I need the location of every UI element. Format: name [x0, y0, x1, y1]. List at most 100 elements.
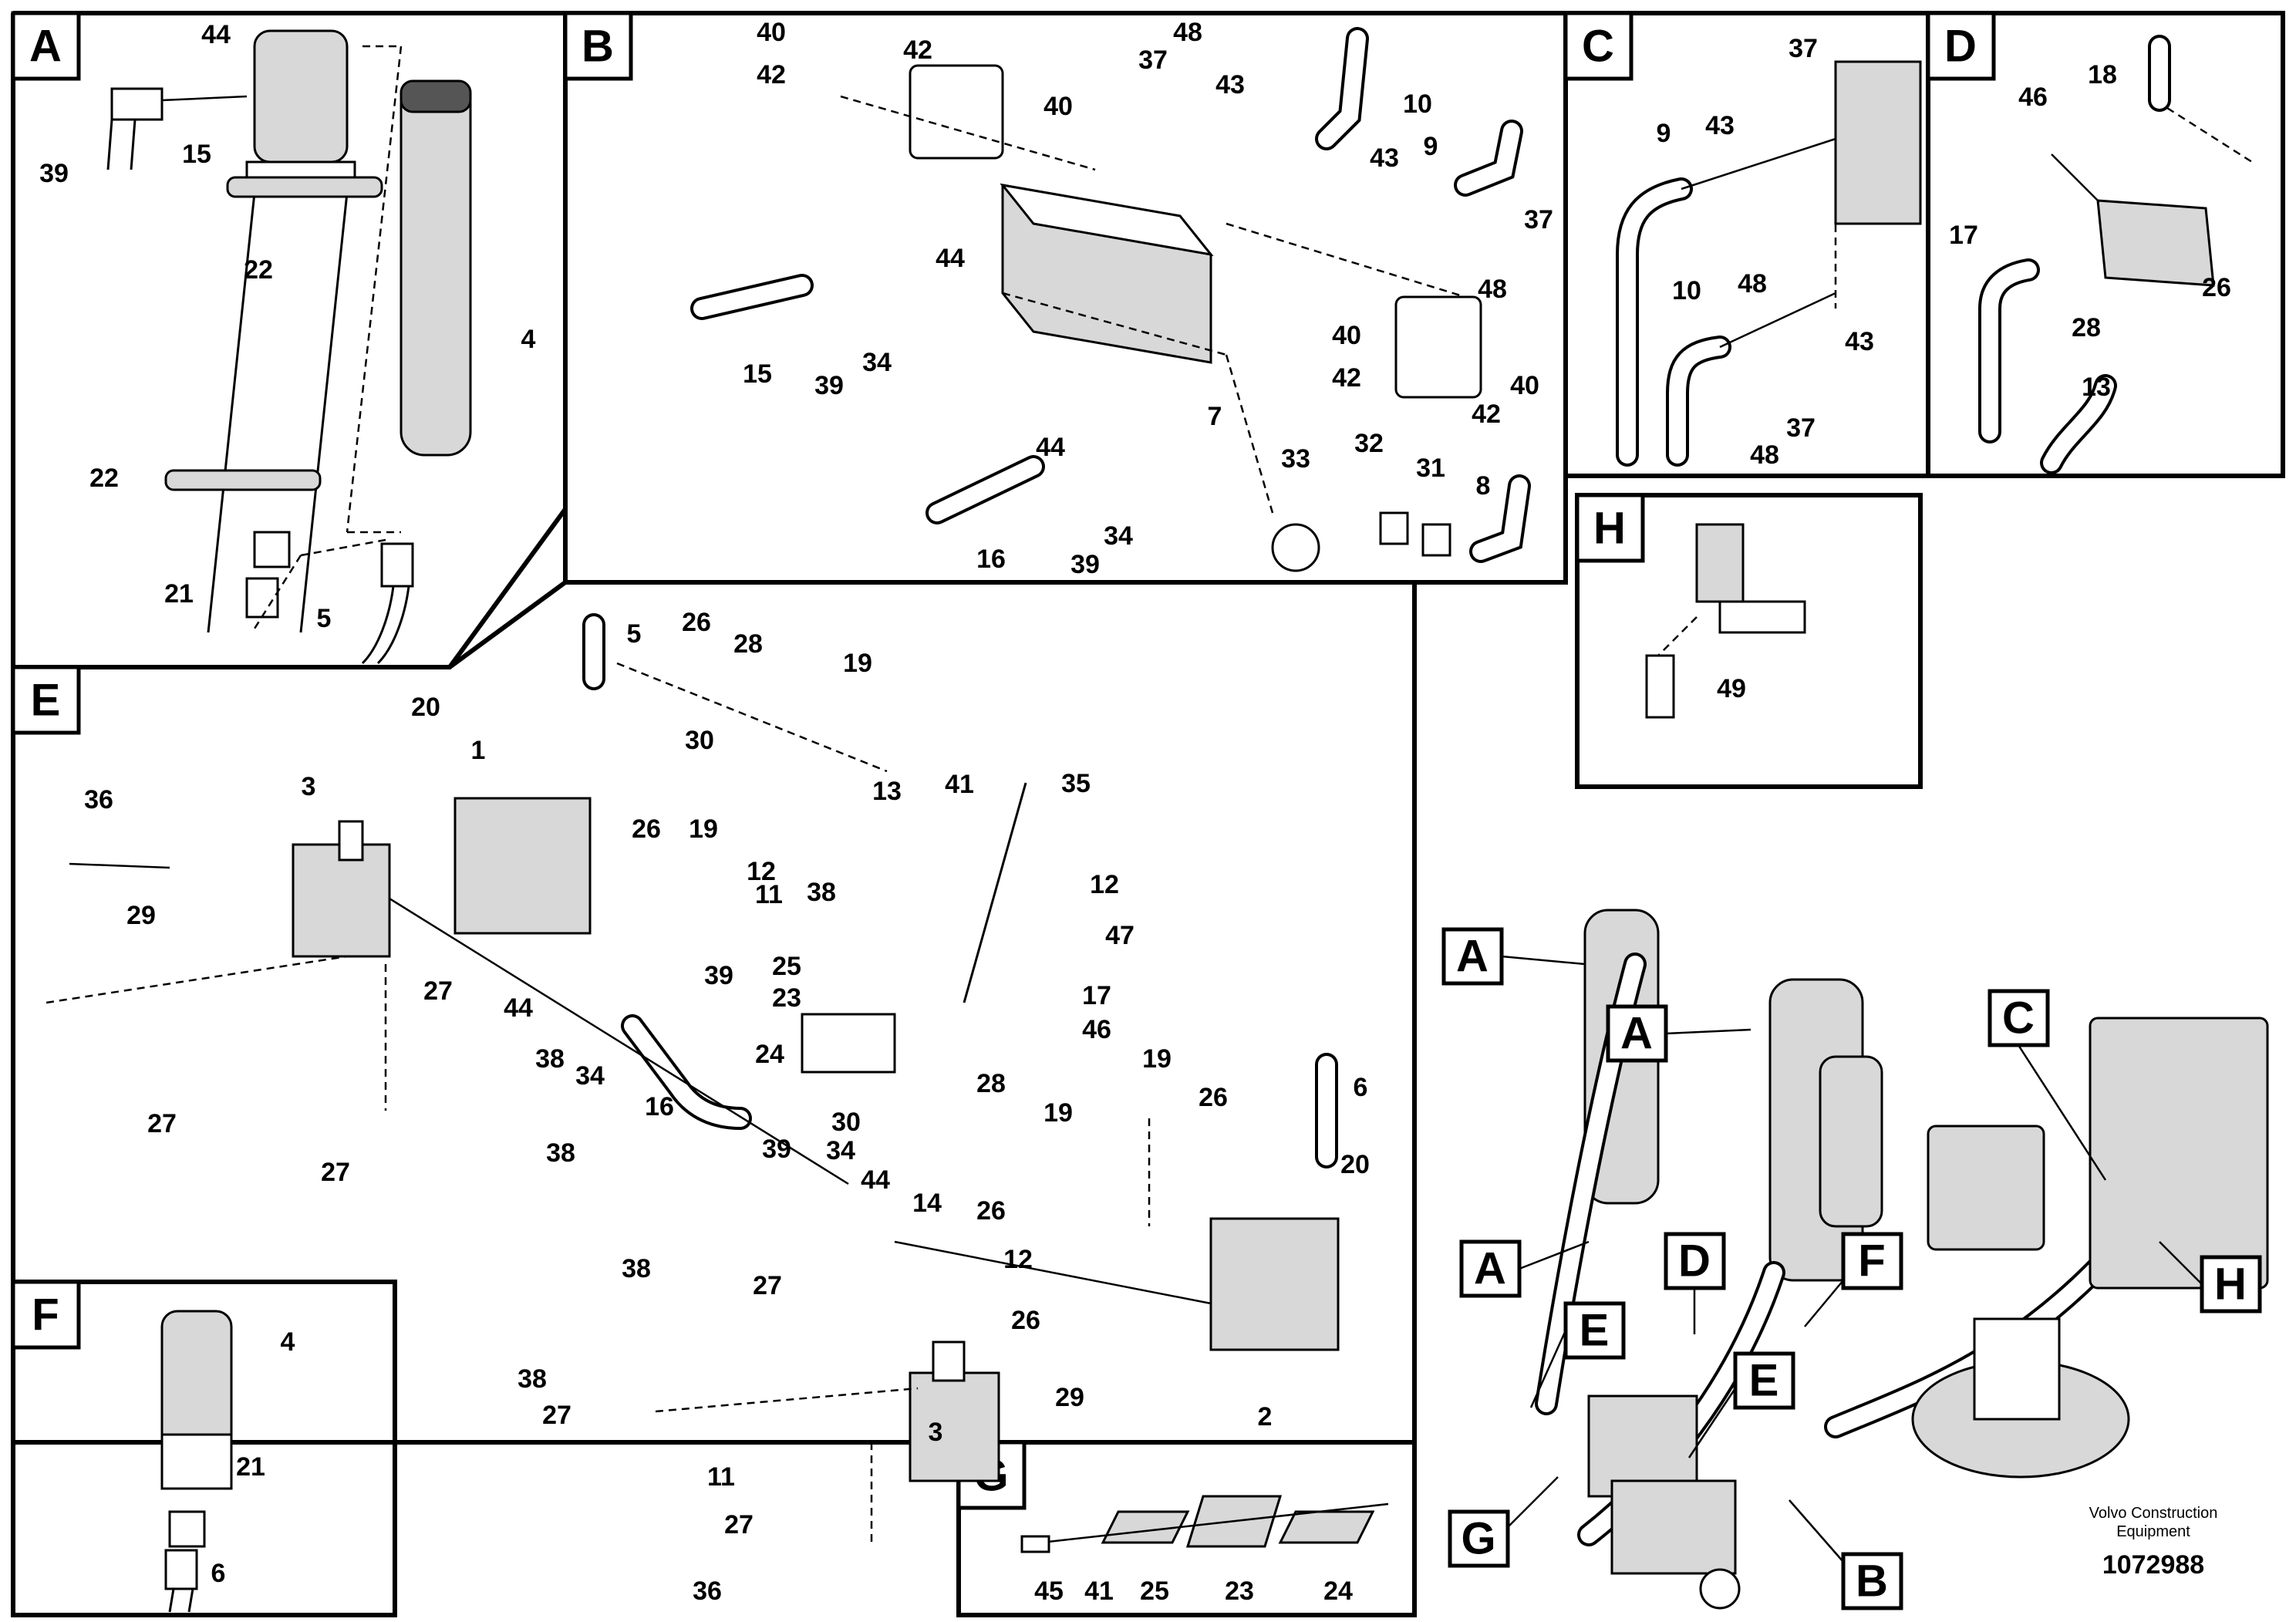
panel-tag-a: A [11, 11, 81, 81]
part-number: 12 [1090, 870, 1119, 899]
panel-g-frame [956, 1440, 1417, 1617]
labels-panel-e: 5 26 28 19 20 30 13 1 35 36 3 41 26 19 2… [84, 608, 1370, 1606]
part-number: 44 [936, 244, 965, 273]
part-number: 21 [236, 1452, 265, 1482]
part-number: 25 [1140, 1576, 1169, 1606]
part-number: 48 [1750, 440, 1779, 470]
part-number: 26 [682, 608, 711, 637]
panel-c-artwork [1616, 60, 1922, 467]
panel-h-frame [1575, 493, 1923, 789]
part-number: 15 [182, 140, 211, 169]
part-number: 24 [755, 1040, 784, 1069]
part-number: 20 [1340, 1150, 1370, 1179]
panel-tag-b: B [563, 11, 633, 81]
panel-g-artwork [1020, 1495, 1389, 1553]
callout-h: H [2159, 1241, 2262, 1313]
part-number: 17 [1949, 221, 1978, 250]
svg-text:H: H [2214, 1259, 2247, 1310]
svg-text:E: E [31, 676, 61, 726]
part-number: 13 [2082, 373, 2111, 402]
svg-text:E: E [1580, 1306, 1610, 1356]
part-number: 22 [244, 255, 273, 285]
svg-text:B: B [582, 22, 614, 72]
part-number: 28 [976, 1069, 1006, 1098]
labels-panel-g: 45 41 25 23 24 [1034, 1576, 1353, 1606]
part-number: 27 [724, 1510, 754, 1539]
part-number: 9 [1424, 132, 1438, 161]
callout-a-3: A [1459, 1239, 1590, 1298]
part-number: 25 [772, 952, 801, 981]
panel-a-frame [11, 11, 568, 669]
part-number: 4 [521, 325, 536, 354]
part-number: 5 [627, 619, 642, 649]
panel-b-artwork [690, 27, 1531, 572]
part-number: 37 [1524, 205, 1553, 234]
part-number: 37 [1786, 413, 1816, 443]
part-number: 5 [317, 604, 332, 633]
manufacturer-name: Volvo Construction [2089, 1505, 2218, 1522]
labels-panel-f: 4 21 6 [211, 1327, 295, 1588]
part-number: 1 [471, 736, 486, 765]
svg-text:E: E [1749, 1356, 1779, 1406]
part-number: 44 [1036, 433, 1065, 462]
part-number: 38 [518, 1364, 547, 1394]
svg-text:B: B [1856, 1556, 1888, 1607]
part-number: 38 [622, 1254, 651, 1283]
panel-a-artwork [106, 29, 472, 665]
svg-text:G: G [1461, 1514, 1495, 1564]
part-number: 41 [945, 770, 974, 799]
part-number: 41 [1084, 1576, 1114, 1606]
part-number: 42 [903, 35, 932, 65]
part-number: 28 [733, 629, 763, 659]
callout-e-1: E [1529, 1301, 1626, 1408]
part-number: 7 [1208, 402, 1222, 431]
part-number: 26 [1011, 1306, 1040, 1335]
part-number: 43 [1705, 111, 1735, 140]
part-number: 46 [1082, 1015, 1111, 1044]
part-number: 29 [126, 901, 156, 930]
part-number: 40 [1332, 321, 1361, 350]
part-number: 34 [575, 1061, 605, 1091]
part-number: 40 [1510, 371, 1539, 400]
part-number: 37 [1138, 46, 1168, 75]
manufacturer-sub: Equipment [2116, 1523, 2190, 1540]
part-number: 12 [747, 857, 776, 886]
svg-text:C: C [1582, 22, 1614, 72]
svg-text:A: A [29, 22, 62, 72]
labels-panel-c: 37 9 43 48 10 43 48 37 [1657, 34, 1874, 470]
callout-g: G [1448, 1476, 1559, 1568]
footer-credit: Volvo Construction Equipment 1072988 [2089, 1505, 2218, 1580]
part-number: 21 [164, 579, 194, 609]
part-number: 40 [1043, 92, 1073, 121]
part-number: 11 [707, 1462, 735, 1492]
part-number: 32 [1354, 429, 1384, 458]
part-number: 46 [2018, 83, 2048, 112]
part-number: 27 [423, 976, 453, 1006]
part-number: 30 [685, 726, 714, 755]
callout-b: B [1789, 1499, 1903, 1610]
panel-d-artwork [1978, 35, 2253, 474]
panel-f-frame [11, 1280, 397, 1617]
part-number: 34 [1104, 521, 1133, 551]
part-number: 27 [542, 1401, 571, 1430]
svg-text:A: A [1456, 932, 1489, 982]
part-number: 15 [743, 359, 772, 389]
part-number: 38 [546, 1138, 575, 1168]
part-number: 12 [1003, 1245, 1033, 1274]
part-number: 37 [1789, 34, 1818, 63]
part-number: 48 [1738, 269, 1767, 298]
part-number: 44 [504, 993, 533, 1023]
part-number: 20 [411, 693, 440, 722]
part-number: 23 [1225, 1576, 1254, 1606]
part-number: 30 [831, 1108, 861, 1137]
panel-f-artwork [160, 1310, 233, 1613]
svg-text:F: F [32, 1290, 59, 1340]
part-number: 42 [1472, 400, 1501, 429]
callout-a-2: A [1606, 1004, 1752, 1063]
part-number: 42 [1332, 363, 1361, 393]
svg-text:D: D [1678, 1236, 1711, 1286]
part-number: 19 [1043, 1098, 1073, 1128]
part-number: 16 [976, 545, 1006, 574]
part-number: 39 [762, 1135, 791, 1164]
